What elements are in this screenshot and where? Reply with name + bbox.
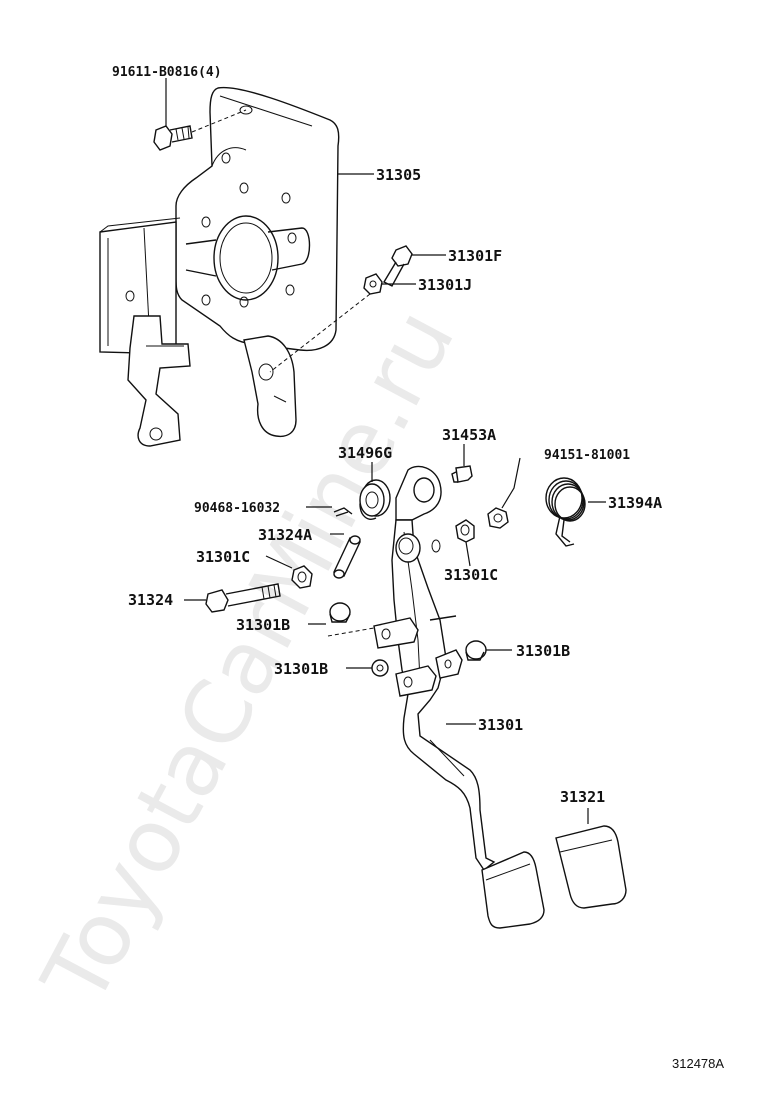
pin-31453a — [451, 444, 473, 483]
label-31394a: 31394A — [608, 494, 662, 512]
label-31301j: 31301J — [418, 276, 472, 294]
pin-90468 — [306, 506, 353, 517]
collar-31324a — [330, 533, 361, 579]
label-31301c-left: 31301C — [196, 548, 250, 566]
stopper-31301b-top — [308, 602, 375, 637]
spring-31394a — [545, 477, 606, 547]
label-31496g: 31496G — [338, 444, 392, 462]
label-31305: 31305 — [376, 166, 421, 184]
label-31321: 31321 — [560, 788, 605, 806]
label-94151-81001: 94151-81001 — [544, 448, 630, 463]
pad-31321 — [555, 808, 627, 909]
bracket-31305 — [99, 86, 340, 447]
pedal-31301 — [373, 465, 545, 929]
clip-94151 — [487, 457, 521, 529]
illustration-code: 312478A — [672, 1056, 724, 1071]
label-90468-16032: 90468-16032 — [194, 501, 280, 516]
label-31301b-top: 31301B — [236, 616, 290, 634]
stopper-31301b-right — [465, 640, 512, 661]
label-91611-b0816: 91611-B0816(4) — [112, 65, 222, 80]
label-31301c-right: 31301C — [444, 566, 498, 584]
label-31453a: 31453A — [442, 426, 496, 444]
label-31324a: 31324A — [258, 526, 312, 544]
callout-labels: 91611-B0816(4) 31305 31301F 31301J 31496… — [112, 65, 662, 806]
label-31301b-left: 31301B — [274, 660, 328, 678]
bolt-31324 — [184, 583, 281, 613]
bolt-91611 — [153, 78, 247, 151]
label-31301b-right: 31301B — [516, 642, 570, 660]
stopper-31301b-left — [346, 659, 389, 677]
bushing-31301c-right — [455, 519, 475, 567]
bushing-31301c-left — [265, 555, 313, 589]
nut-31301j — [269, 273, 416, 373]
label-31301: 31301 — [478, 716, 523, 734]
label-31324: 31324 — [128, 591, 173, 609]
bolt-31301f — [383, 245, 446, 287]
label-31301f: 31301F — [448, 247, 502, 265]
bushing-31496g — [359, 462, 391, 520]
